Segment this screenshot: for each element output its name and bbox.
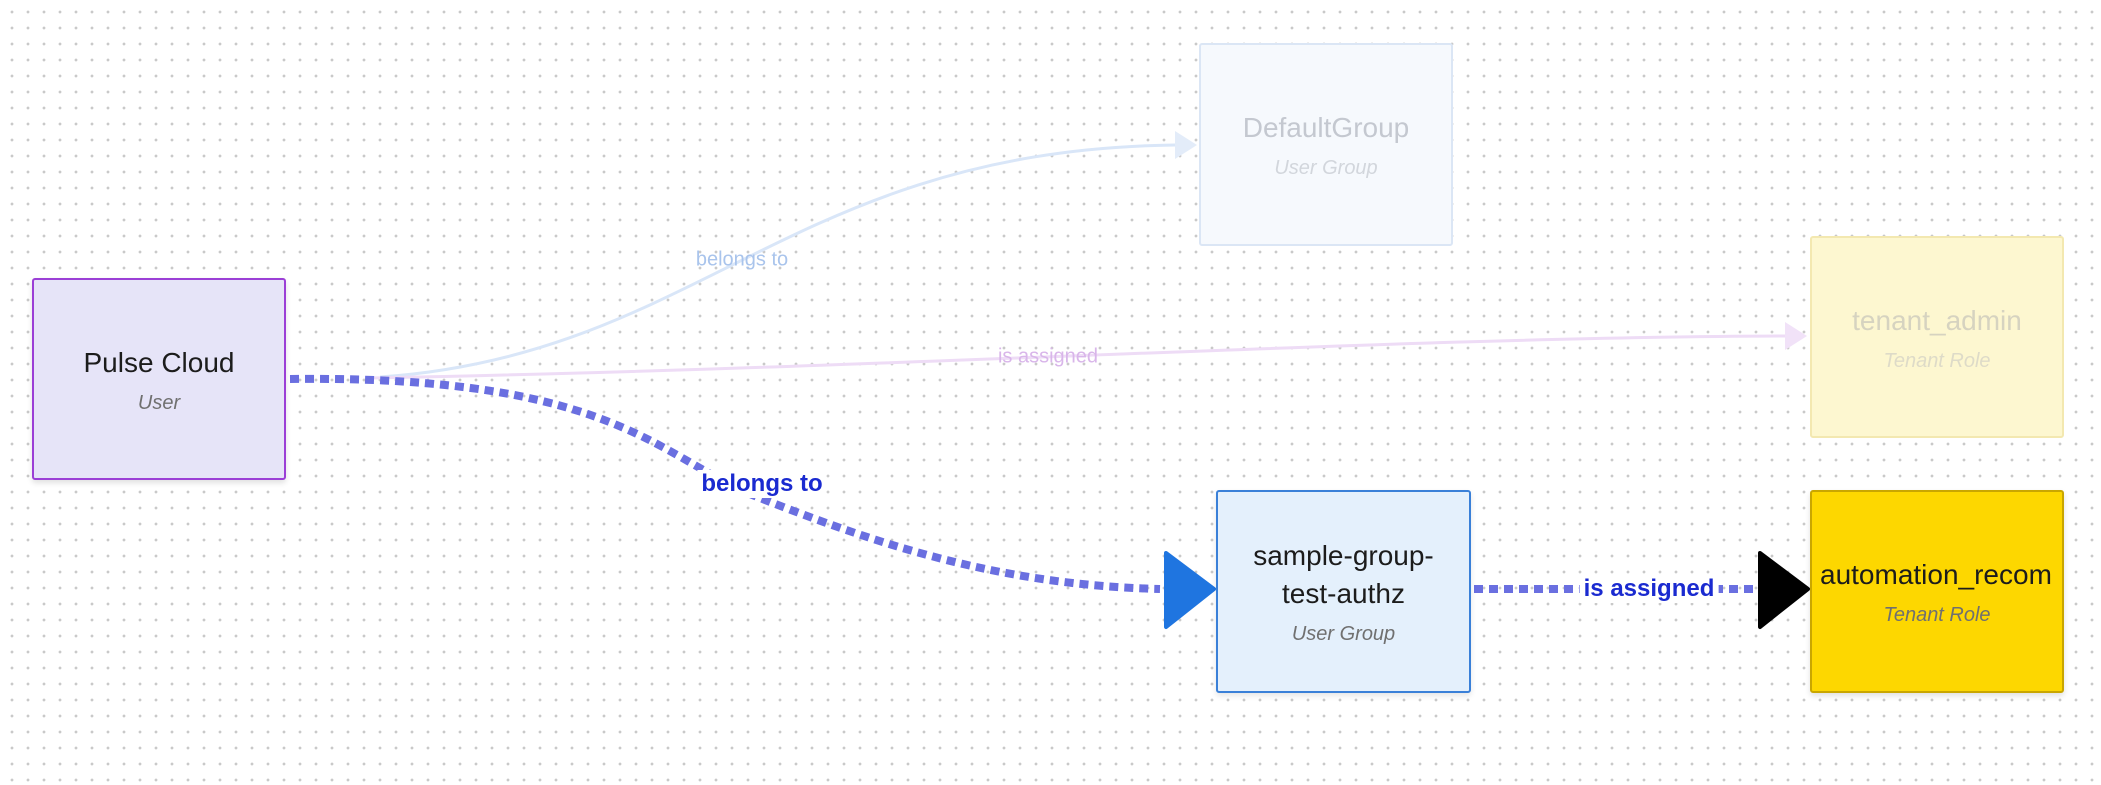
node-title: Pulse Cloud [83,346,235,378]
edge-label-is-assigned-tenant-admin: is assigned [997,345,1099,368]
arrow-automation [1758,551,1810,629]
node-default-group[interactable]: DefaultGroup User Group [1199,43,1453,246]
node-sample-group-test-authz[interactable]: sample-group-test-authz User Group [1216,490,1471,693]
node-type: User Group [1274,157,1378,179]
node-title: DefaultGroup [1242,112,1410,143]
arrow-sample-group [1164,551,1216,629]
node-title: automation_recom [1820,559,2052,590]
edge-label-belongs-to-sample: belongs to [697,470,827,498]
edge-label-is-assigned-automation: is assigned [1579,575,1719,603]
node-title: sample-group-test-authz [1253,540,1434,609]
node-title: tenant_admin [1852,304,2022,336]
edge-label-belongs-to-default: belongs to [695,248,789,271]
node-tenant-admin[interactable]: tenant_admin Tenant Role [1810,236,2064,438]
node-automation-role[interactable]: automation_recom Tenant Role [1810,490,2064,693]
arrow-tenant-admin [1785,322,1807,350]
node-type: Tenant Role [1883,604,1991,626]
node-pulse-cloud[interactable]: Pulse Cloud User [32,278,286,480]
edge-user-tenant-admin[interactable] [369,334,1786,380]
arrow-default-group [1175,131,1197,159]
edge-user-default-group[interactable] [379,143,1176,379]
node-type: User Group [1291,623,1396,645]
node-type: Tenant Role [1883,349,1991,372]
node-type: User [137,391,181,414]
